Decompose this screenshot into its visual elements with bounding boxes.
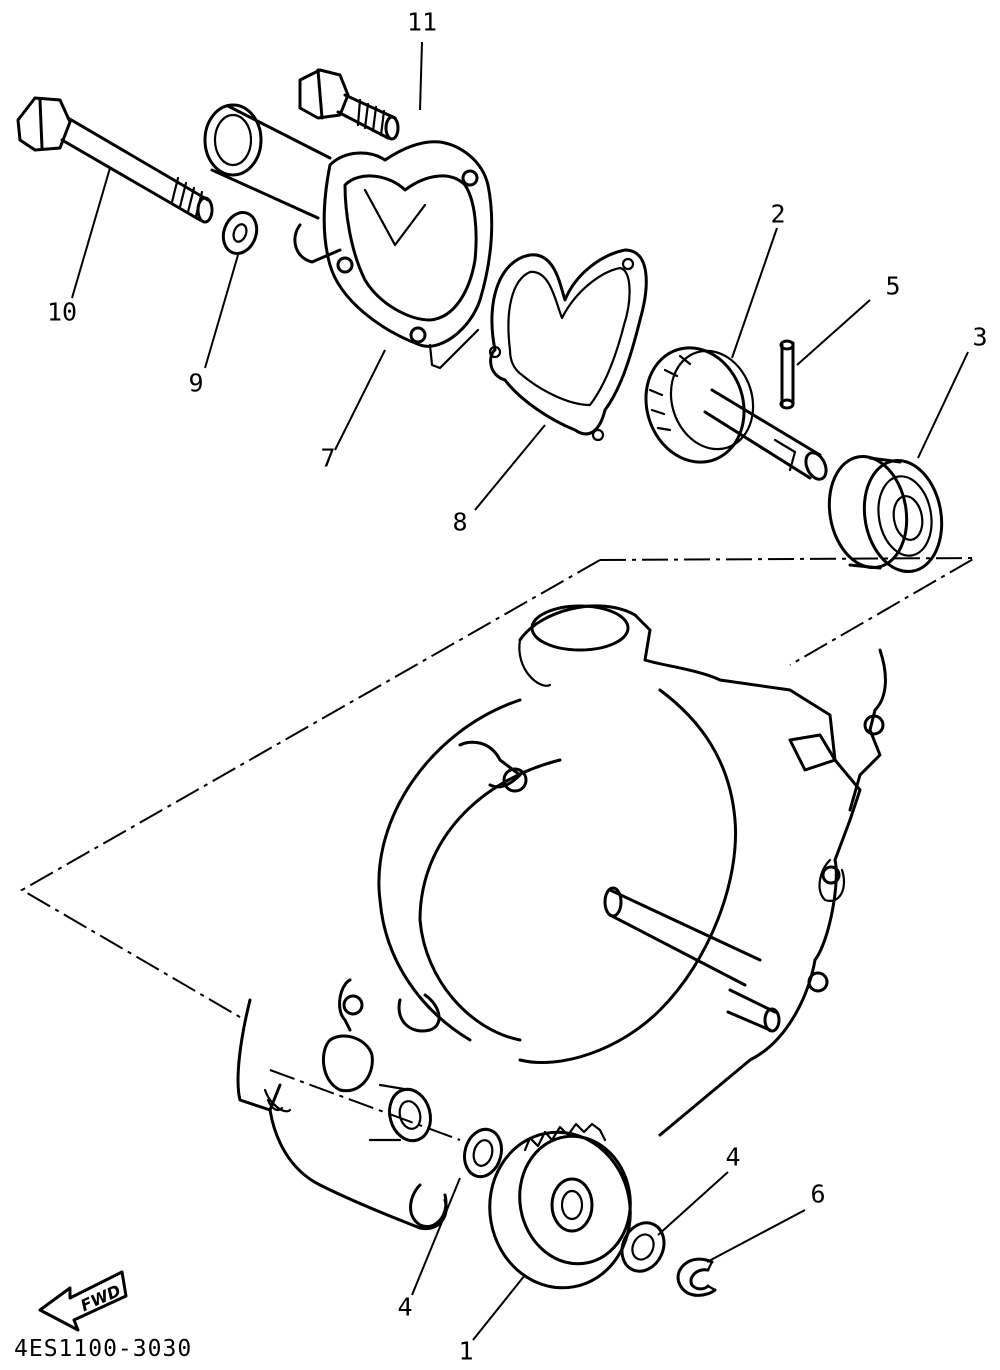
washer-icon [463, 1127, 503, 1179]
callout-5: 5 [885, 271, 901, 301]
long-bolt-icon [16, 96, 214, 224]
callout-4-right: 4 [725, 1142, 741, 1172]
callout-7: 7 [320, 443, 336, 473]
callout-3: 3 [972, 322, 988, 352]
callout-4-left: 4 [397, 1292, 413, 1322]
crankcase-cover-icon [236, 604, 887, 1231]
circlip-icon [676, 1257, 717, 1297]
reference-plane [19, 556, 979, 1141]
washer-icon [221, 211, 259, 255]
callout-1: 1 [458, 1336, 474, 1366]
fwd-label: FWD [78, 1281, 124, 1315]
bearing-icon [827, 454, 944, 574]
gasket-icon [488, 248, 648, 442]
bolt-icon [298, 68, 400, 141]
gear-icon [488, 1122, 632, 1290]
callout-6: 6 [810, 1179, 826, 1209]
callout-8: 8 [452, 507, 468, 537]
impeller-icon [644, 346, 828, 481]
callout-9: 9 [188, 368, 204, 398]
pin-icon [779, 339, 795, 410]
washer-icon [620, 1221, 666, 1273]
callout-10: 10 [46, 297, 78, 327]
diagram-code: 4ES1100-3030 [14, 1336, 193, 1362]
pump-cover-icon [203, 103, 494, 370]
callout-2: 2 [770, 199, 786, 229]
fwd-arrow-icon: FWD [38, 1270, 128, 1332]
callout-11: 11 [406, 7, 438, 37]
leader-lines [71, 41, 969, 1341]
